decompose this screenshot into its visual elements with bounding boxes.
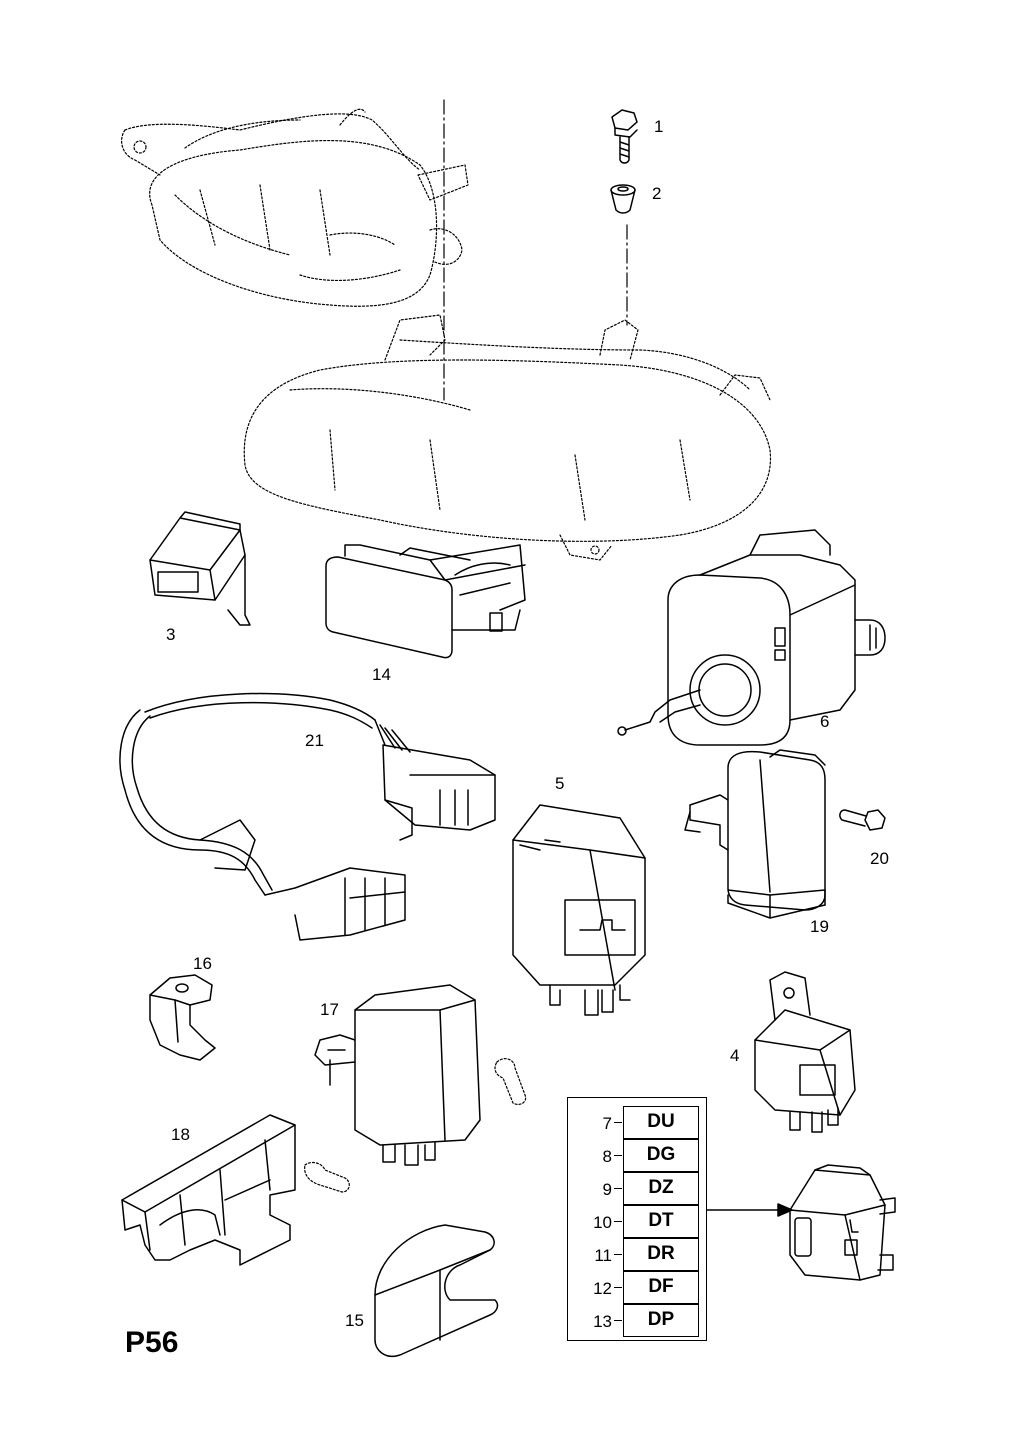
code-row-10: 10 DT — [568, 1205, 706, 1238]
code-number: 8 — [602, 1147, 612, 1166]
part-17-screw-dotted — [304, 1058, 527, 1193]
code-tick — [614, 1188, 622, 1189]
fog-lamp-drawing — [121, 108, 469, 307]
callout-6: 6 — [820, 712, 830, 731]
callout-3: 3 — [166, 625, 176, 644]
code-row-8: 8 DG — [568, 1139, 706, 1172]
part-1-bolt — [611, 109, 638, 164]
part-6-motor — [617, 529, 886, 746]
code-tick — [614, 1122, 622, 1123]
code-tick — [614, 1287, 622, 1288]
code-label: DT — [623, 1205, 699, 1238]
callout-15: 15 — [345, 1311, 364, 1330]
code-number: 10 — [593, 1213, 612, 1232]
part-17-relay — [314, 984, 481, 1166]
fixing-centerlines — [443, 99, 628, 401]
part-4-relay — [754, 971, 856, 1133]
callout-19: 19 — [810, 917, 829, 936]
code-label: DU — [623, 1106, 699, 1139]
code-row-13: 13 DP — [568, 1304, 706, 1337]
switch-code-table: 7 DU 8 DG 9 DZ 10 DT 11 DR 12 DF 13 DP — [567, 1097, 707, 1341]
part-5-relay — [512, 804, 646, 1016]
code-tick — [614, 1254, 622, 1255]
callout-21: 21 — [305, 731, 324, 750]
code-number: 9 — [602, 1180, 612, 1199]
callout-5: 5 — [555, 774, 565, 793]
headlamp-drawing — [243, 314, 772, 561]
code-label: DF — [623, 1271, 699, 1304]
code-row-7: 7 DU — [568, 1106, 706, 1139]
code-number: 7 — [602, 1114, 612, 1133]
code-row-9: 9 DZ — [568, 1172, 706, 1205]
part-18-holder — [121, 1114, 296, 1266]
part-14-blank — [325, 544, 526, 659]
part-3-housing — [149, 511, 251, 626]
part-20-bolt — [839, 809, 886, 831]
code-number: 13 — [593, 1312, 612, 1331]
part-16-clip — [149, 974, 216, 1061]
code-number: 11 — [594, 1246, 612, 1265]
callout-2: 2 — [652, 184, 662, 203]
code-label: DG — [623, 1139, 699, 1172]
code-tick — [614, 1221, 622, 1222]
code-tick — [614, 1320, 622, 1321]
part-21-harness — [119, 692, 496, 941]
code-tick — [614, 1155, 622, 1156]
callout-18: 18 — [171, 1125, 190, 1144]
code-row-12: 12 DF — [568, 1271, 706, 1304]
code-number: 12 — [593, 1279, 612, 1298]
page-id: P56 — [125, 1326, 179, 1359]
part-2-bushing — [610, 184, 636, 214]
callout-1: 1 — [654, 117, 664, 136]
part-19-relay — [684, 749, 826, 919]
switch-drawing — [789, 1164, 896, 1281]
code-row-11: 11 DR — [568, 1238, 706, 1271]
code-label: DP — [623, 1304, 699, 1337]
code-label: DR — [623, 1238, 699, 1271]
callout-14: 14 — [372, 665, 391, 684]
leader-arrow — [706, 1203, 793, 1217]
callout-20: 20 — [870, 849, 889, 868]
part-15-cap — [374, 1224, 499, 1357]
callout-4: 4 — [730, 1046, 740, 1065]
code-label: DZ — [623, 1172, 699, 1205]
callout-16: 16 — [193, 954, 212, 973]
callout-17: 17 — [320, 1000, 339, 1019]
